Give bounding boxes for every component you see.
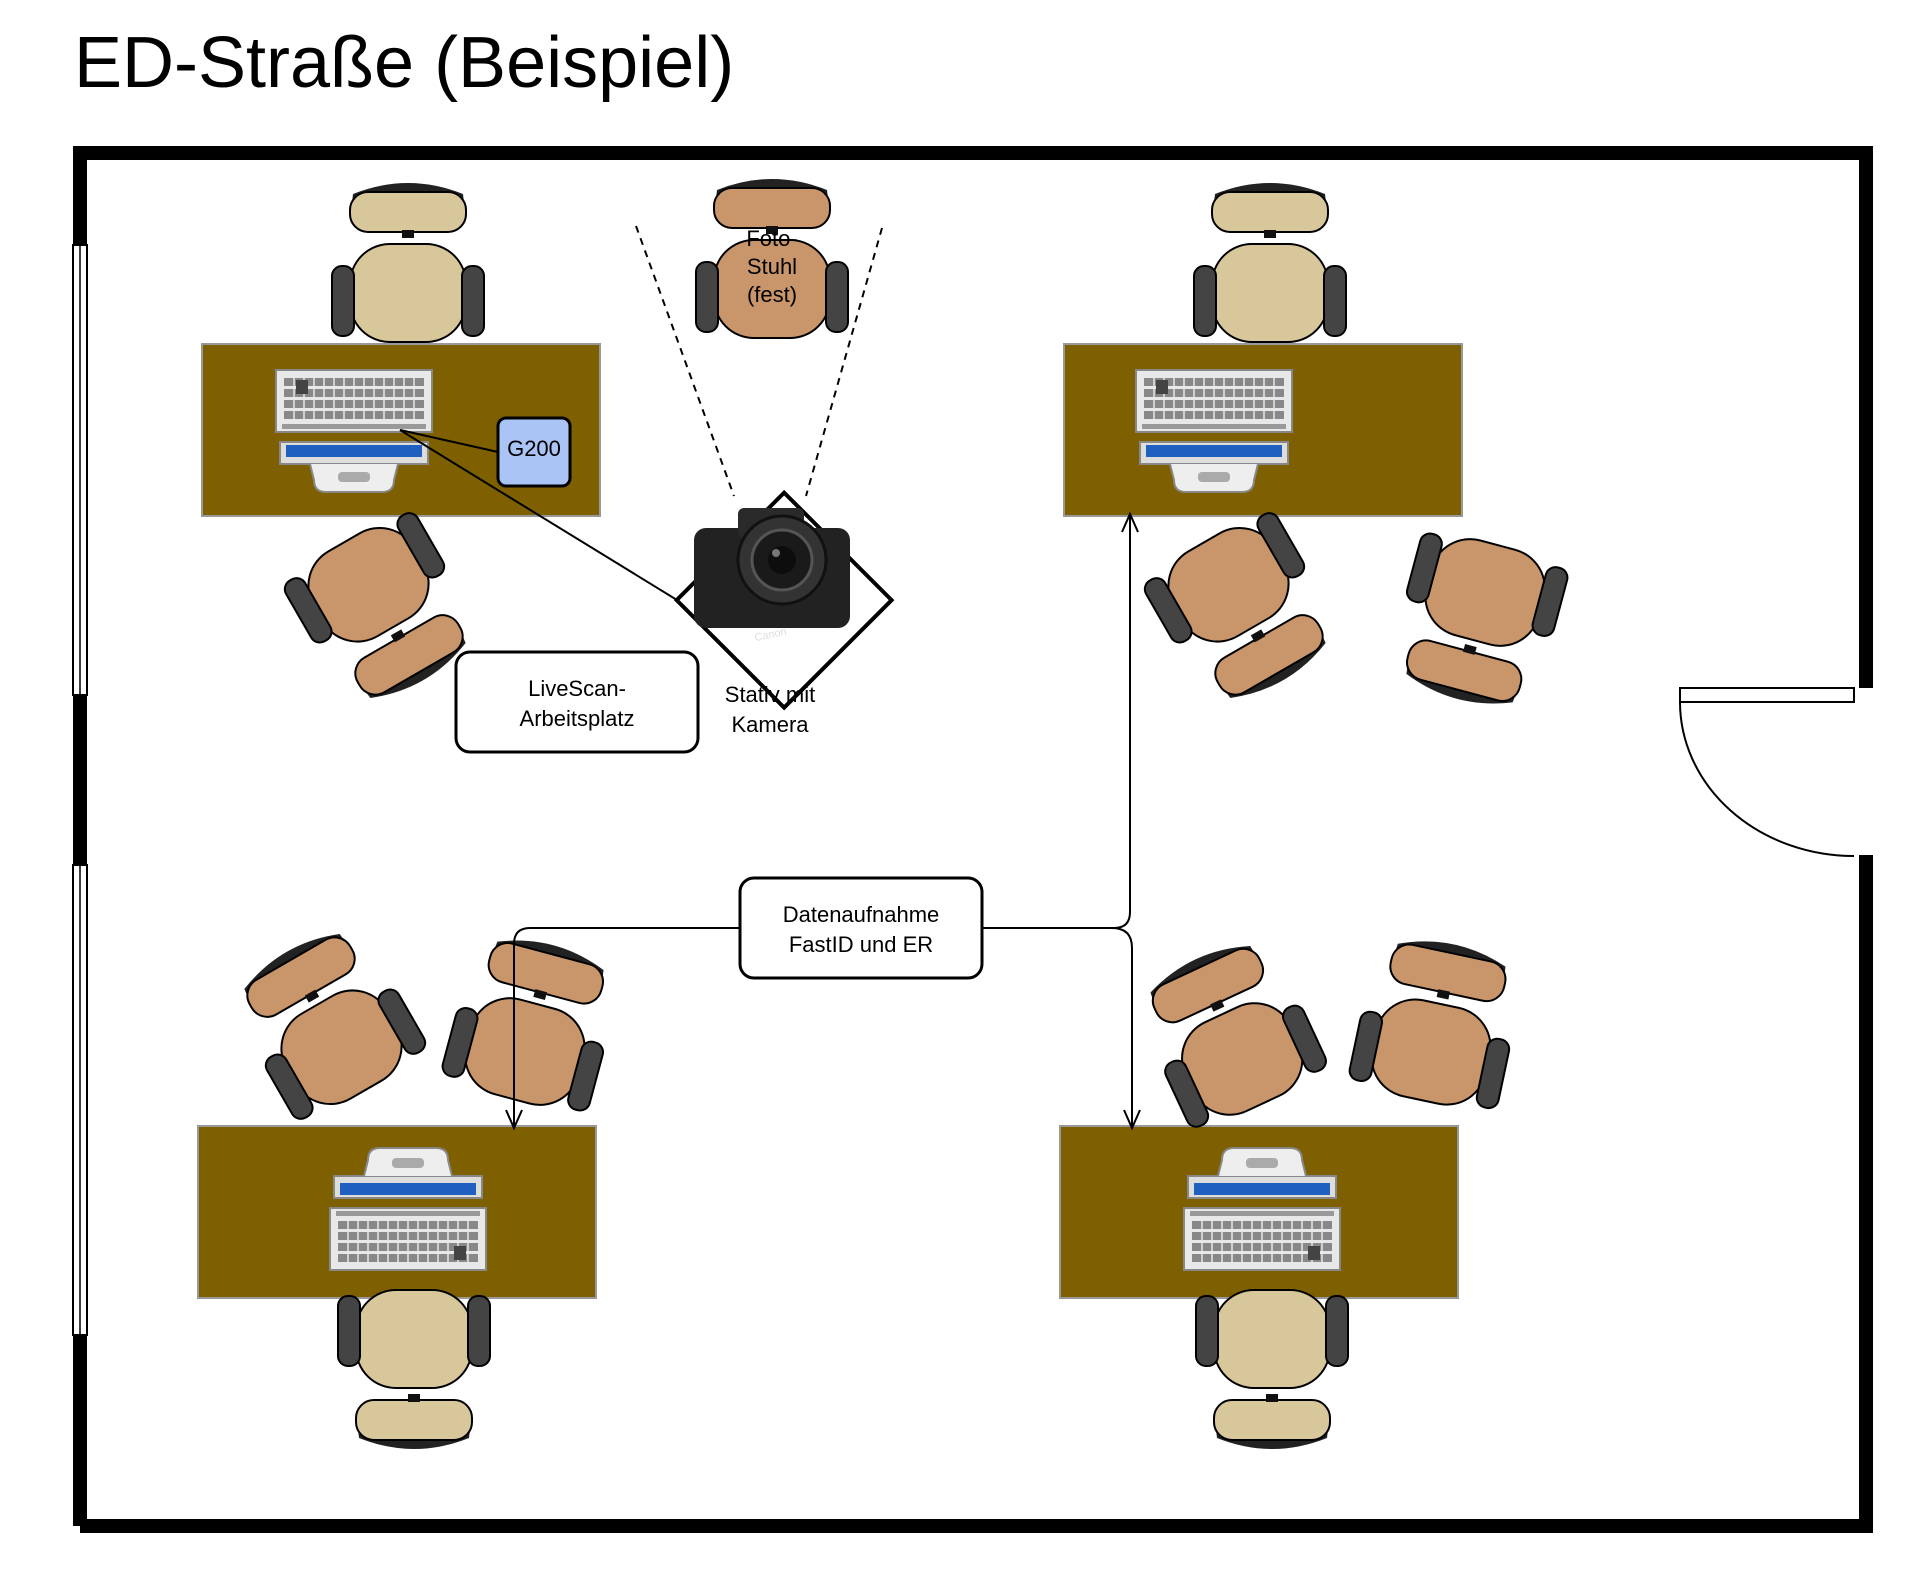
door[interactable] [1679,687,1855,857]
foto-stuhl-label-3: (fest) [747,282,797,307]
camera-field-of-view [635,225,883,497]
livescan-label-2: Arbeitsplatz [520,706,635,731]
stativ-label: Stativ mit Kamera [725,682,815,737]
foto-stuhl: Foto- Stuhl (fest) [695,178,849,339]
foto-stuhl-label-2: Stuhl [747,254,797,279]
chair-top-left [331,182,485,343]
cables [399,429,691,609]
g200-device: G200 [496,416,572,488]
g200-label: G200 [507,436,561,461]
page-title: ED-Straße (Beispiel) [74,23,735,103]
chair-top-right-visitor-2 [1382,524,1573,720]
chair-bottom-left [337,1289,491,1450]
chair-bottom-left-visitor-1 [219,912,433,1129]
stativ-label-2: Kamera [731,712,809,737]
datenaufnahme-label-box: Datenaufnahme FastID und ER [738,876,984,980]
connectors [513,516,1133,1126]
chair-top-right [1193,182,1347,343]
datenaufnahme-label-2: FastID und ER [789,932,933,957]
room-walls [72,146,1873,1533]
foto-stuhl-label-1: Foto- [746,226,797,251]
livescan-label-box: LiveScan- Arbeitsplatz [454,650,700,754]
chair-bottom-right-visitor-2 [1345,927,1530,1117]
datenaufnahme-label-1: Datenaufnahme [783,902,940,927]
livescan-label-1: LiveScan- [528,676,626,701]
camera-tripod: Canon [673,489,895,711]
chair-bottom-right [1195,1289,1349,1450]
stativ-label-1: Stativ mit [725,682,815,707]
chair-bottom-right-visitor-1 [1125,926,1333,1137]
arrowheads [505,511,1141,1131]
chair-top-right-visitor-1 [1137,503,1351,720]
chair-bottom-left-visitor-2 [437,924,628,1120]
